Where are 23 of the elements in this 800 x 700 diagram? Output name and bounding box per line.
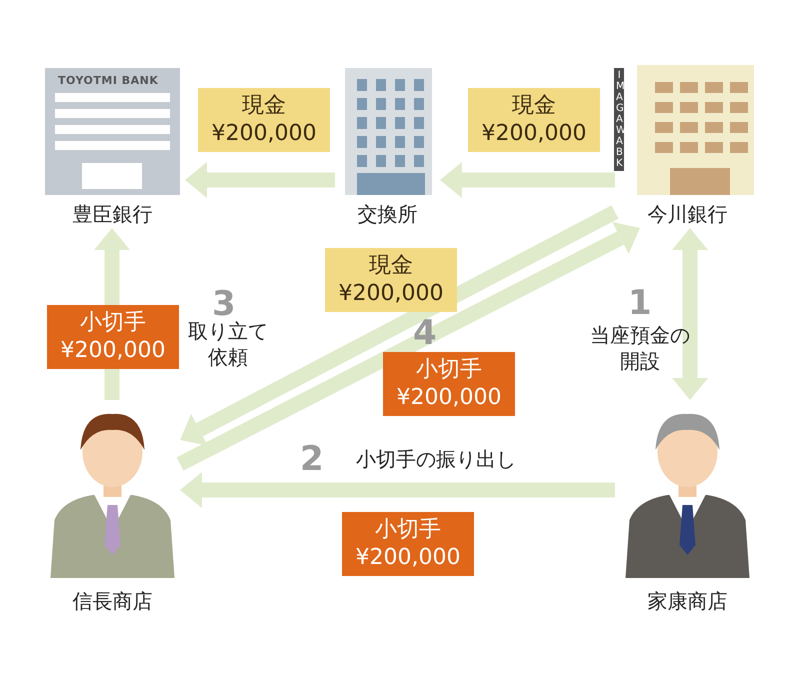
- arrow: [185, 162, 335, 198]
- arrow: [672, 228, 708, 400]
- step-description: 取り立て依頼: [187, 318, 269, 370]
- amount-tag: 小切手 ¥200,000: [47, 305, 179, 369]
- arrow: [180, 472, 615, 508]
- node-label: 今川銀行: [646, 201, 728, 228]
- node-label: 豊臣銀行: [72, 201, 154, 228]
- node-label: 家康商店: [646, 588, 728, 615]
- amount-tag: 現金 ¥200,000: [468, 88, 600, 152]
- step-number: 2: [300, 442, 324, 476]
- building-sign: TOYOTMI BANK: [58, 74, 158, 87]
- amount-tag: 小切手 ¥200,000: [342, 512, 474, 576]
- step-number: 4: [413, 316, 437, 350]
- amount-tag: 小切手 ¥200,000: [383, 352, 515, 416]
- step-description: 小切手の振り出し: [355, 446, 517, 472]
- step-number: 1: [628, 286, 652, 320]
- step-description: 当座預金の開設: [589, 322, 691, 374]
- arrow: [180, 205, 618, 446]
- node-label: 信長商店: [72, 588, 154, 615]
- amount-tag: 現金 ¥200,000: [325, 248, 457, 312]
- node-label: 交換所: [356, 201, 418, 228]
- step-number: 3: [212, 287, 236, 321]
- amount-tag: 現金 ¥200,000: [198, 88, 330, 152]
